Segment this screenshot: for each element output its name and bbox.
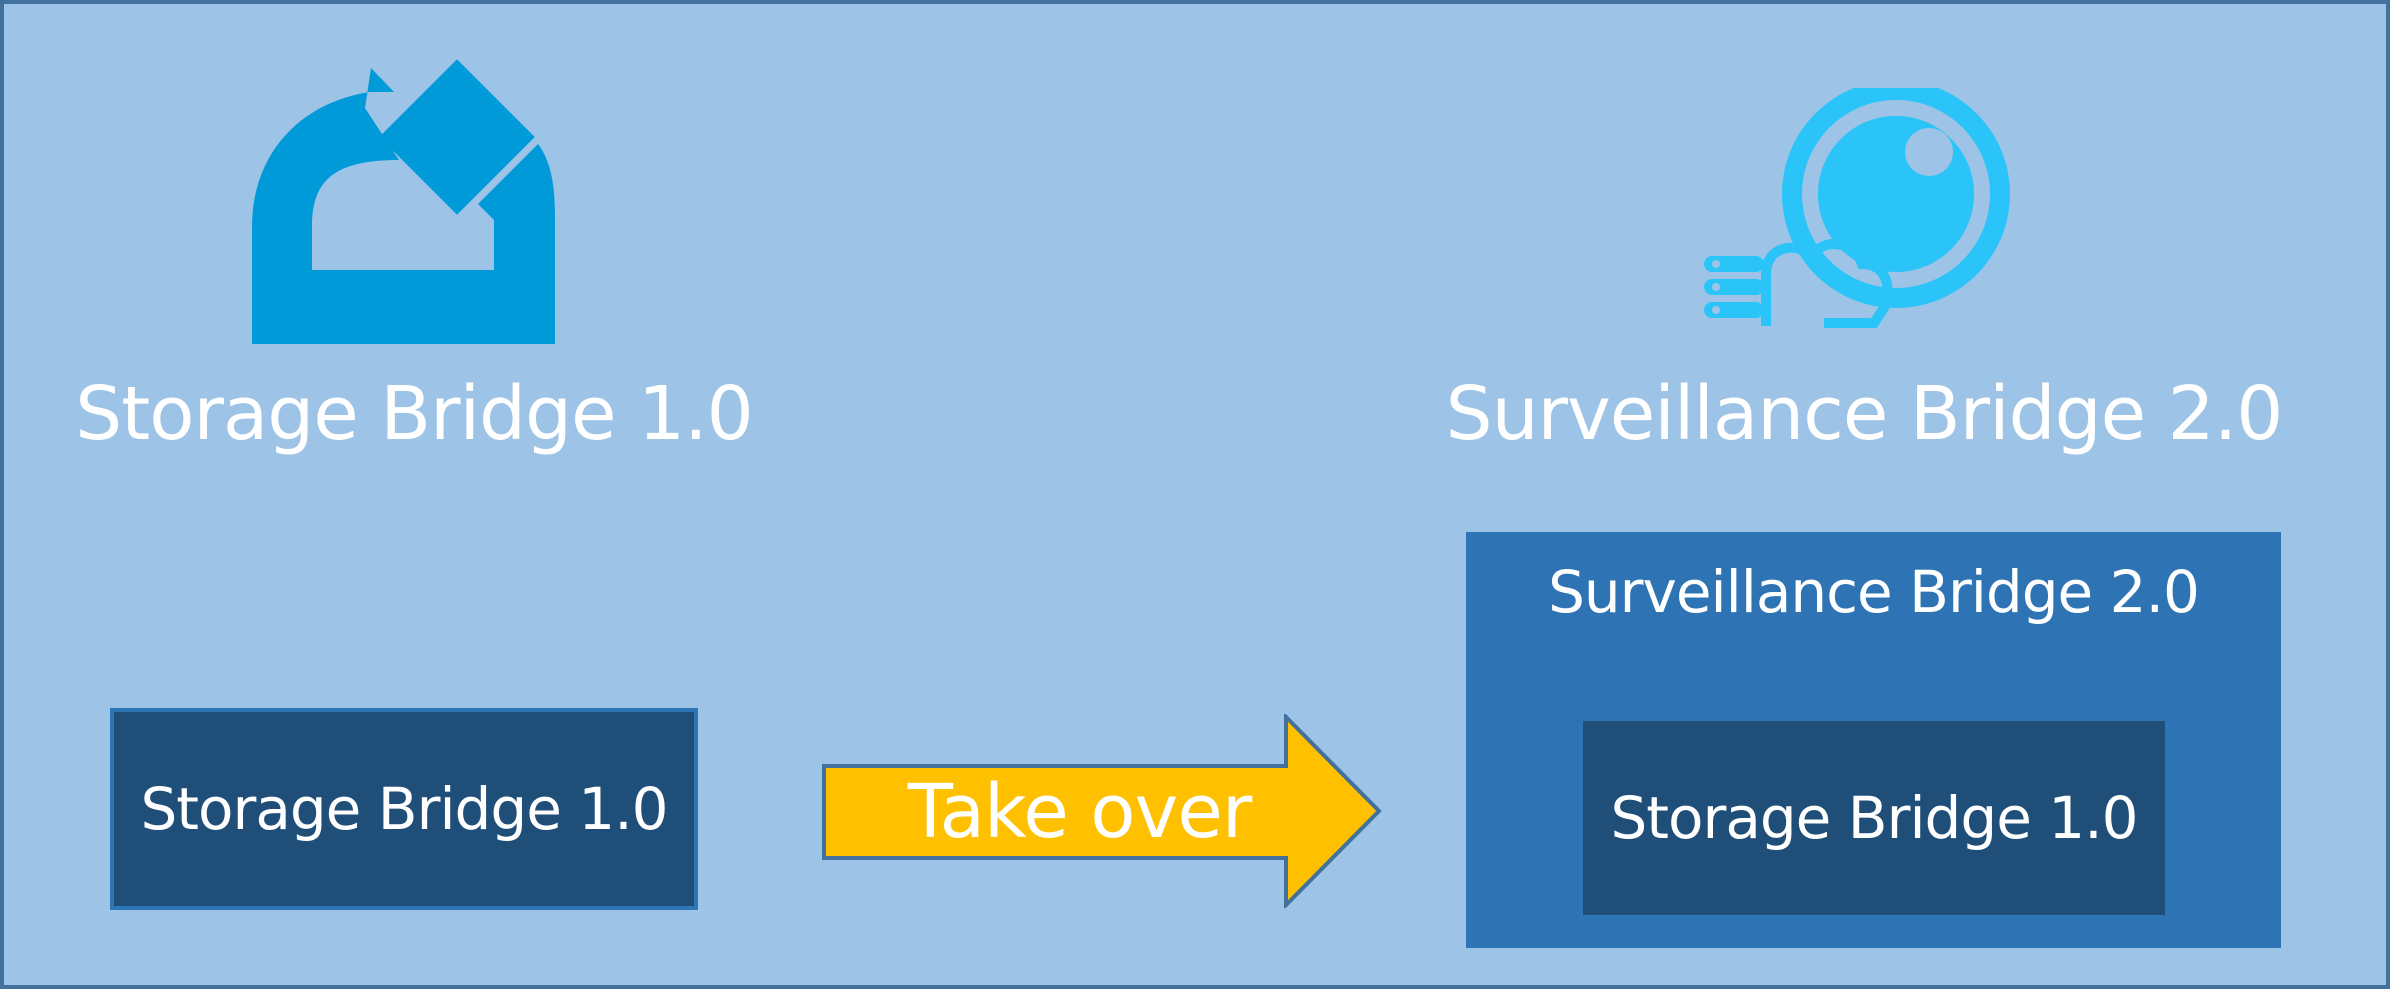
storage-bridge-box-label: Storage Bridge 1.0 (140, 775, 668, 843)
logo-arc-shape (252, 68, 555, 344)
server-stack-shape (1704, 256, 1764, 318)
surveillance-bridge-container: Surveillance Bridge 2.0 Storage Bridge 1… (1466, 532, 2281, 948)
embedded-storage-bridge-label: Storage Bridge 1.0 (1610, 784, 2138, 852)
take-over-label: Take over (907, 769, 1253, 855)
left-product-title: Storage Bridge 1.0 (75, 371, 753, 457)
logo-diamond-shape (379, 59, 535, 215)
surveillance-bridge-logo-icon (1704, 88, 2010, 328)
embedded-storage-bridge-box: Storage Bridge 1.0 (1579, 717, 2169, 919)
storage-bridge-logo-icon (252, 59, 555, 344)
storage-bridge-box: Storage Bridge 1.0 (110, 708, 698, 910)
cloud-shape (1761, 239, 1893, 328)
surveillance-bridge-container-label: Surveillance Bridge 2.0 (1548, 558, 2200, 626)
camera-lens-shape (1818, 116, 1974, 272)
right-product-title: Surveillance Bridge 2.0 (1445, 371, 2284, 457)
take-over-arrow (822, 714, 1382, 908)
